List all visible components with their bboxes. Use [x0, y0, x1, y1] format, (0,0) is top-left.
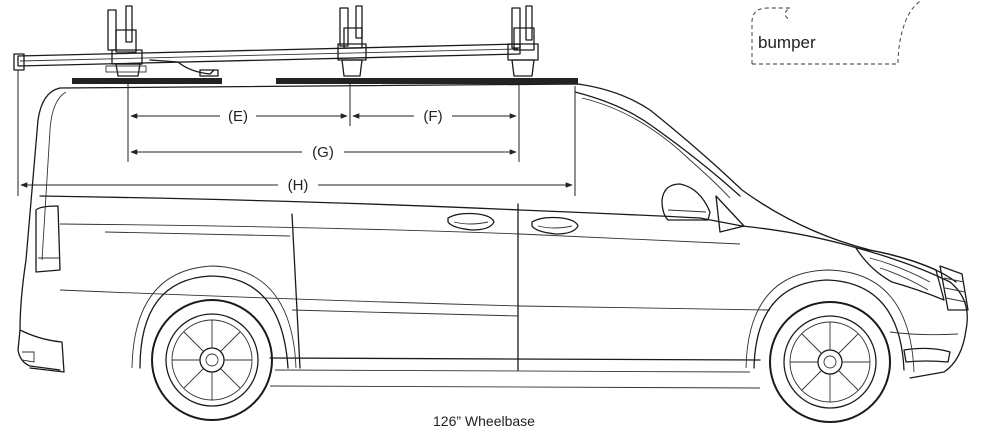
rack-mount-rear: [105, 5, 147, 77]
roof-rack: [13, 5, 578, 84]
dimension-e: (E): [130, 108, 348, 125]
bumper-callout: bumper: [751, 0, 923, 65]
rear-wheel: [151, 299, 273, 421]
dimension-guides: [17, 70, 576, 196]
dimension-h: (H): [20, 177, 573, 194]
van-body: [17, 83, 969, 389]
dimension-e-label: (E): [228, 108, 248, 125]
dimension-f: (F): [352, 108, 517, 125]
bumper-label: bumper: [758, 33, 816, 52]
dimension-g-label: (G): [312, 144, 334, 161]
dimension-f-label: (F): [423, 108, 442, 125]
rack-mount-front: [507, 5, 539, 77]
front-wheel: [769, 301, 891, 423]
wheelbase-caption: 126” Wheelbase: [433, 413, 535, 429]
rack-mount-middle: [337, 5, 367, 77]
dimension-g: (G): [130, 144, 517, 161]
dimension-h-label: (H): [288, 177, 309, 194]
